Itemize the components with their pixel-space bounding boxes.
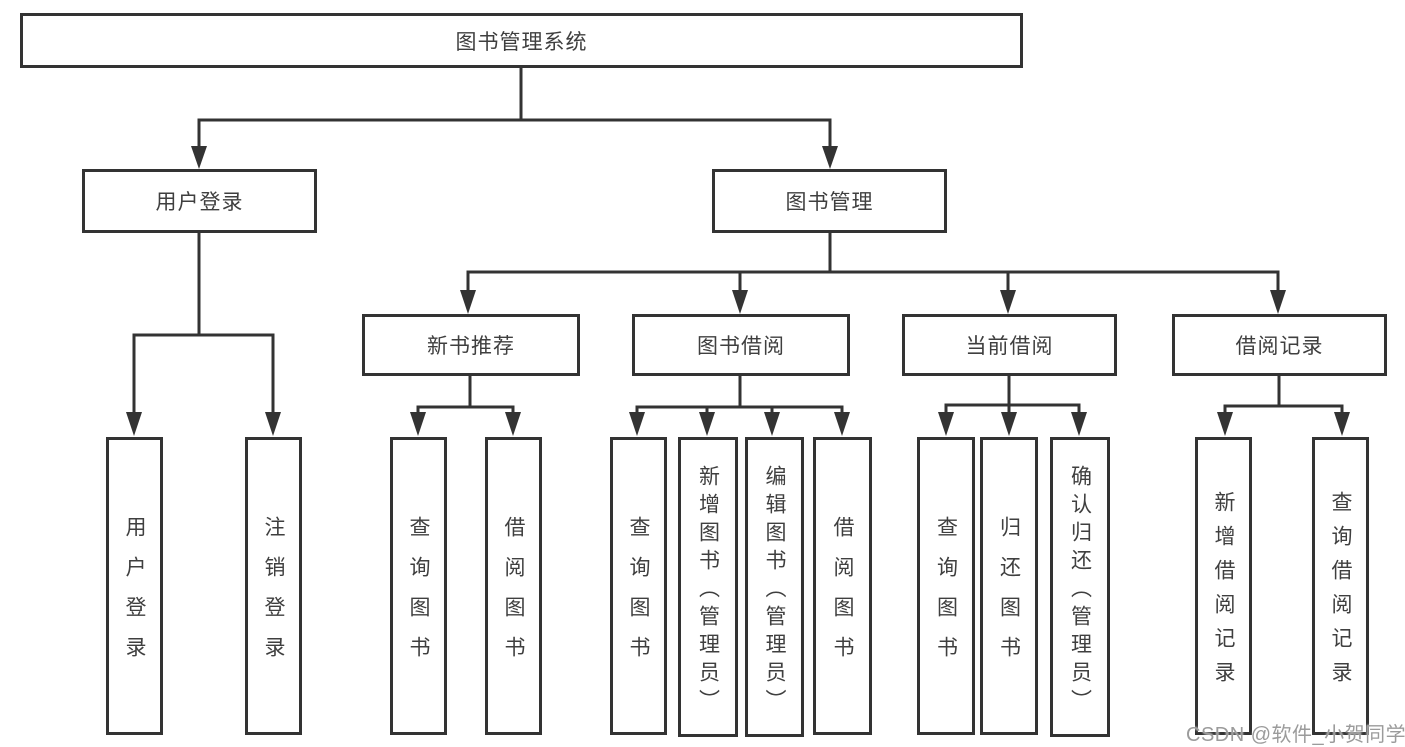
connector-current-borrow-children (938, 376, 1087, 436)
connector-book-borrow-children (629, 376, 850, 436)
node-user-login-label: 用户登录 (155, 191, 244, 214)
node-new-books-label: 新书推荐 (427, 335, 515, 358)
leaf-current-borrow-return-label: 归还图书 (997, 515, 1021, 676)
node-root: 图书管理系统 (20, 13, 1023, 68)
connector-root-to-level2 (191, 68, 838, 169)
connector-borrow-records-children (1217, 376, 1350, 436)
leaf-new-books-query-label: 查询图书 (407, 515, 430, 676)
connector-new-books-children (410, 376, 521, 436)
node-book-borrow: 图书借阅 (632, 314, 850, 376)
node-book-mgmt-label: 图书管理 (785, 191, 874, 214)
leaf-records-add: 新增借阅记录 (1195, 437, 1252, 735)
leaf-current-borrow-confirm-admin-label: 确认归还（管理员） (1068, 464, 1092, 717)
leaf-book-borrow-query-label: 查询图书 (627, 515, 650, 676)
leaf-new-books-borrow: 借阅图书 (485, 437, 542, 735)
node-book-mgmt: 图书管理 (712, 169, 947, 233)
leaf-book-borrow-borrow: 借阅图书 (813, 437, 872, 735)
node-current-borrow: 当前借阅 (902, 314, 1117, 376)
leaf-current-borrow-return: 归还图书 (980, 437, 1038, 735)
leaf-book-borrow-edit-admin: 编辑图书（管理员） (745, 437, 804, 737)
leaf-records-query: 查询借阅记录 (1312, 437, 1369, 735)
node-book-borrow-label: 图书借阅 (697, 335, 785, 358)
leaf-logout: 注销登录 (245, 437, 302, 735)
connector-user-login-children (126, 233, 281, 436)
csdn-watermark: CSDN @软件_小贺同学 (1186, 724, 1405, 746)
leaf-current-borrow-confirm-admin: 确认归还（管理员） (1050, 437, 1110, 737)
node-current-borrow-label: 当前借阅 (965, 335, 1054, 358)
leaf-user-login: 用户登录 (106, 437, 163, 735)
connector-book-mgmt-children (460, 233, 1286, 314)
leaf-book-borrow-add-admin-label: 新增图书（管理员） (696, 464, 720, 717)
node-user-login: 用户登录 (82, 169, 317, 233)
leaf-logout-label: 注销登录 (262, 515, 285, 676)
node-borrow-records: 借阅记录 (1172, 314, 1387, 376)
leaf-book-borrow-add-admin: 新增图书（管理员） (678, 437, 738, 737)
leaf-current-borrow-query: 查询图书 (917, 437, 975, 735)
leaf-book-borrow-edit-admin-label: 编辑图书（管理员） (763, 464, 786, 717)
leaf-book-borrow-query: 查询图书 (610, 437, 667, 735)
leaf-new-books-borrow-label: 借阅图书 (502, 515, 525, 676)
node-root-label: 图书管理系统 (455, 30, 588, 54)
leaf-records-query-label: 查询借阅记录 (1329, 490, 1352, 695)
leaf-user-login-label: 用户登录 (123, 515, 146, 676)
leaf-current-borrow-query-label: 查询图书 (934, 515, 958, 676)
node-new-books: 新书推荐 (362, 314, 580, 376)
leaf-records-add-label: 新增借阅记录 (1212, 490, 1235, 695)
leaf-book-borrow-borrow-label: 借阅图书 (831, 515, 854, 676)
leaf-new-books-query: 查询图书 (390, 437, 447, 735)
node-borrow-records-label: 借阅记录 (1235, 335, 1324, 358)
